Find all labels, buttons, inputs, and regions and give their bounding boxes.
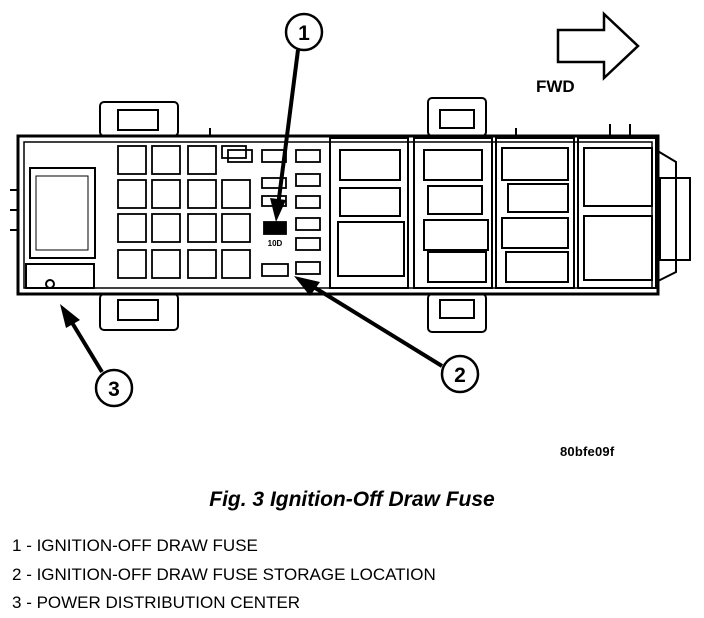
fuse-storage-location xyxy=(261,263,289,277)
mounting-tab xyxy=(99,293,179,331)
mini-fuse-grid xyxy=(117,145,321,279)
callout-3-label: 3 xyxy=(108,378,120,401)
figure-id: 80bfe09f xyxy=(560,444,615,459)
legend-number: 2 xyxy=(12,564,22,584)
legend-number: 1 xyxy=(12,536,22,555)
mounting-tab xyxy=(427,293,487,333)
mounting-tab xyxy=(99,101,179,137)
legend-text: IGNITION-OFF DRAW FUSE STORAGE LOCATION xyxy=(36,564,436,584)
legend-number: 3 xyxy=(12,593,22,612)
callout-2-label: 2 xyxy=(454,364,466,387)
legend-list: 1 - IGNITION-OFF DRAW FUSE 2 - IGNITION-… xyxy=(12,532,436,618)
legend-item: 1 - IGNITION-OFF DRAW FUSE xyxy=(12,536,258,555)
figure-caption: Fig. 3 Ignition-Off Draw Fuse xyxy=(209,488,495,511)
mounting-tab xyxy=(427,97,487,137)
callout-1-circle xyxy=(284,12,324,52)
legend-text: POWER DISTRIBUTION CENTER xyxy=(36,593,301,612)
relay-section xyxy=(329,137,657,289)
callout-3-circle xyxy=(94,368,134,408)
fuse-box-diagram: FWD 1 2 3 10D xyxy=(10,11,691,408)
fuse-value-label: 10D xyxy=(268,239,283,248)
ignition-off-draw-fuse xyxy=(263,221,287,235)
legend-item: 2 - IGNITION-OFF DRAW FUSE STORAGE LOCAT… xyxy=(12,564,436,584)
legend-item: 3 - POWER DISTRIBUTION CENTER xyxy=(12,593,301,612)
callout-2-circle xyxy=(440,354,480,394)
legend-text: IGNITION-OFF DRAW FUSE xyxy=(36,536,258,555)
callout-1-label: 1 xyxy=(298,22,310,45)
fwd-label: FWD xyxy=(536,77,575,96)
power-distribution-center-outline xyxy=(16,134,660,296)
forward-arrow-icon xyxy=(556,11,640,81)
